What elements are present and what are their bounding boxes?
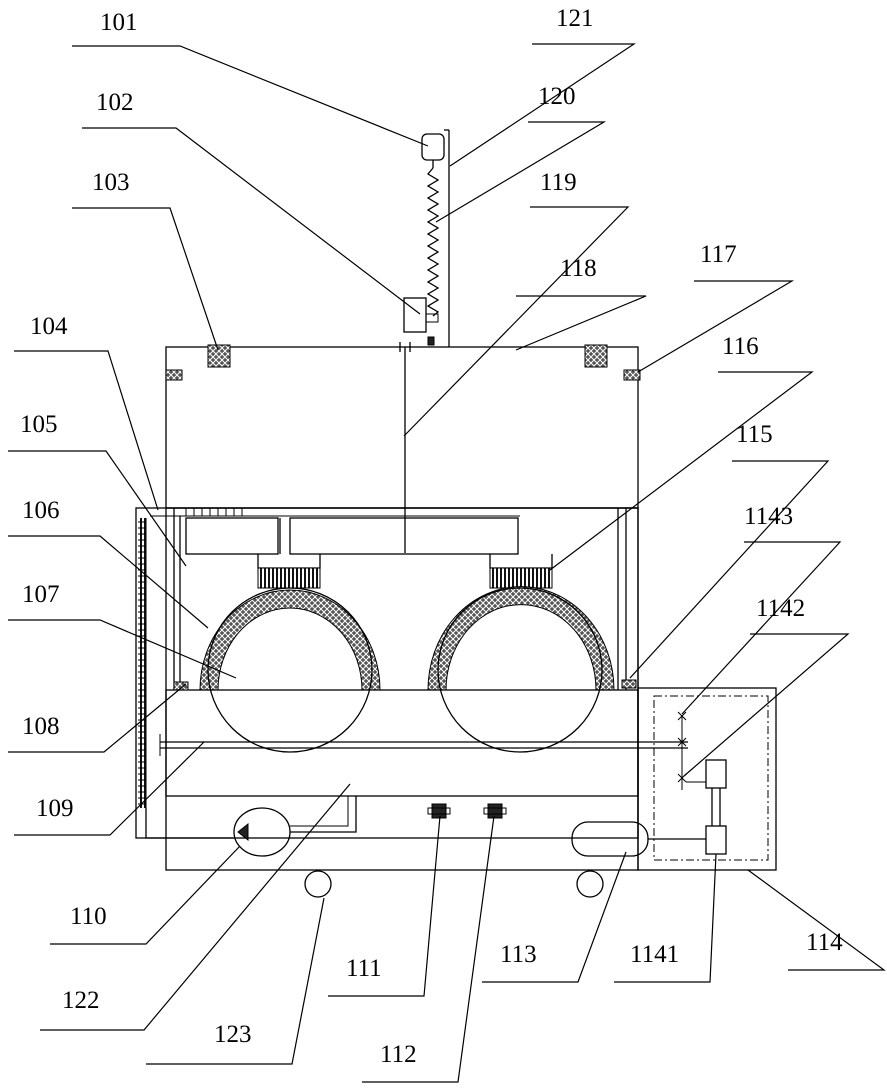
base-tray bbox=[166, 690, 638, 796]
side-ladder bbox=[138, 518, 146, 808]
drum-lining-right bbox=[428, 587, 614, 690]
label-106: 106 bbox=[22, 497, 60, 524]
side-pad-right bbox=[624, 370, 640, 380]
label-117: 117 bbox=[700, 241, 737, 268]
top-chamber bbox=[166, 347, 638, 508]
label-101: 101 bbox=[100, 9, 138, 36]
gearbox-guard bbox=[654, 696, 768, 860]
label-1141: 1141 bbox=[630, 941, 679, 968]
lower-base bbox=[166, 508, 638, 870]
label-104: 104 bbox=[30, 313, 68, 340]
foot-111 bbox=[432, 804, 446, 818]
label-118: 118 bbox=[560, 255, 597, 282]
top-seal-right bbox=[585, 345, 607, 367]
top-beam-left bbox=[186, 518, 278, 554]
gearbox-housing bbox=[638, 688, 776, 870]
label-116: 116 bbox=[722, 333, 759, 360]
drum-lining-left bbox=[200, 590, 380, 690]
label-119: 119 bbox=[540, 169, 577, 196]
pulley-upper bbox=[706, 760, 726, 788]
label-110: 110 bbox=[70, 903, 107, 930]
machine-drawing bbox=[136, 130, 776, 897]
label-102: 102 bbox=[96, 89, 134, 116]
label-115: 115 bbox=[736, 421, 773, 448]
label-123: 123 bbox=[214, 1021, 252, 1048]
label-120: 120 bbox=[538, 83, 576, 110]
label-111: 111 bbox=[346, 955, 382, 982]
top-motor bbox=[422, 134, 444, 160]
wheel-right bbox=[577, 871, 603, 897]
label-113: 113 bbox=[500, 941, 537, 968]
label-122: 122 bbox=[62, 987, 100, 1014]
gear-rack-right bbox=[490, 568, 552, 588]
side-pad-left bbox=[166, 370, 182, 380]
top-beam-right bbox=[290, 518, 518, 554]
label-108: 108 bbox=[22, 713, 60, 740]
bracket bbox=[404, 298, 426, 332]
top-seal-left bbox=[208, 345, 230, 367]
label-114: 114 bbox=[806, 929, 843, 956]
pulley-lower bbox=[706, 826, 726, 854]
label-112: 112 bbox=[380, 1041, 417, 1068]
foot-112 bbox=[488, 804, 502, 818]
label-103: 103 bbox=[92, 169, 130, 196]
gear-rack-left bbox=[258, 568, 320, 588]
label-109: 109 bbox=[36, 795, 74, 822]
label-1142: 1142 bbox=[756, 595, 805, 622]
label-107: 107 bbox=[22, 581, 60, 608]
label-105: 105 bbox=[20, 411, 58, 438]
spring bbox=[428, 168, 438, 316]
label-121: 121 bbox=[556, 5, 594, 32]
wheel-left bbox=[305, 871, 331, 897]
label-1143: 1143 bbox=[744, 503, 793, 530]
bottom-motor bbox=[572, 822, 648, 856]
